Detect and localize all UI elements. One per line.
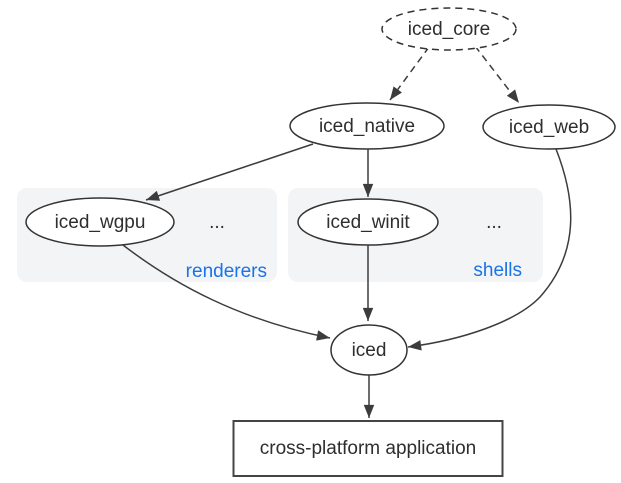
iced_wgpu-ellipse bbox=[25, 197, 175, 247]
iced_wgpu-label: iced_wgpu bbox=[55, 212, 146, 233]
edge-iced_core-iced_web bbox=[474, 45, 520, 104]
iced_core-ellipse bbox=[381, 7, 517, 51]
node-iced: iced bbox=[330, 324, 408, 376]
application-rect bbox=[232, 420, 504, 477]
node-iced_winit: iced_winit bbox=[297, 198, 439, 246]
iced-ellipse bbox=[330, 324, 408, 376]
iced_native-label: iced_native bbox=[319, 116, 415, 137]
node-iced_native: iced_native bbox=[289, 102, 445, 150]
node-iced_web: iced_web bbox=[482, 104, 616, 150]
node-iced_wgpu: iced_wgpu bbox=[25, 197, 175, 247]
renderers-ellipsis: ... bbox=[209, 212, 225, 233]
iced_core-label: iced_core bbox=[408, 19, 490, 40]
iced_native-ellipse bbox=[289, 102, 445, 150]
iced-label: iced bbox=[352, 340, 387, 361]
renderers-group-label: renderers bbox=[186, 261, 267, 282]
edge-iced_wgpu-iced bbox=[122, 244, 331, 341]
shells-group-label: shells bbox=[473, 260, 522, 281]
edge-iced_core-iced_native bbox=[389, 46, 430, 101]
node-iced_core: iced_core bbox=[381, 7, 517, 51]
node-application: cross-platform application bbox=[232, 420, 504, 477]
iced_winit-ellipse bbox=[297, 198, 439, 246]
shells-ellipsis: ... bbox=[486, 212, 502, 233]
iced_winit-label: iced_winit bbox=[326, 212, 410, 233]
edge-iced_web-iced bbox=[407, 148, 572, 351]
application-label: cross-platform application bbox=[260, 438, 476, 459]
iced_web-label: iced_web bbox=[509, 117, 589, 138]
edge-iced_native-iced_wgpu bbox=[145, 143, 314, 201]
iced_web-ellipse bbox=[482, 104, 616, 150]
